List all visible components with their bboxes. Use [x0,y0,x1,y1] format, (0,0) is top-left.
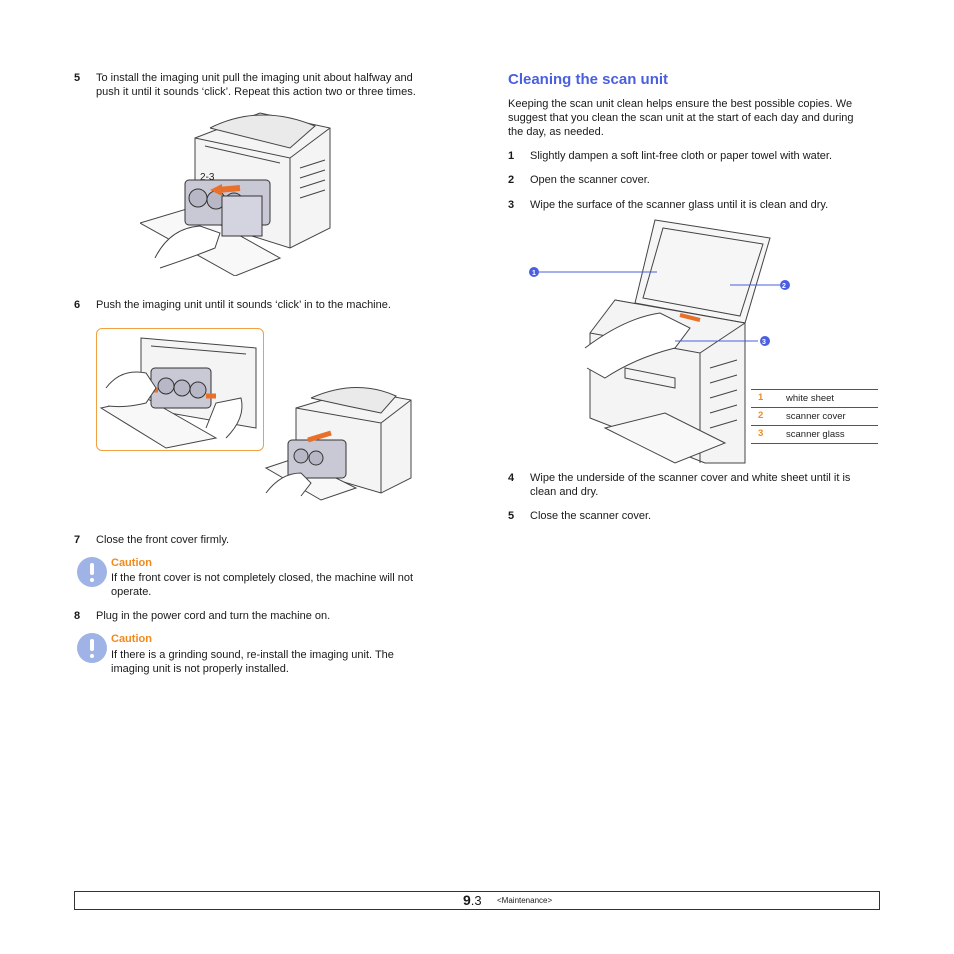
intro-paragraph: Keeping the scan unit clean helps ensure… [508,98,854,138]
callout-number-2: 2 [782,283,786,290]
step-number: 6 [74,299,81,311]
caution-title: Caution [111,633,152,645]
step-number: 7 [74,534,81,546]
step-text: Wipe the surface of the scanner glass un… [530,199,829,211]
figure-push-imaging-unit [99,337,412,501]
figure-scanner: 1 2 3 [529,219,790,464]
caution-text: If there is a grinding sound, re-install… [111,649,394,675]
step-number: 2 [508,174,515,186]
figure-imaging-unit-pull: 2-3 [140,112,331,276]
step-text: Close the scanner cover. [530,510,652,522]
caution-title: Caution [111,557,152,569]
callout-marker-1 [529,267,539,277]
step-text: Push the imaging unit until it sounds ‘c… [96,299,391,311]
step-number: 1 [508,150,515,162]
legend-row: 2 scanner cover [751,407,878,425]
highlight-box [96,328,264,451]
step-text: Open the scanner cover. [530,174,650,186]
page-number: 9.3 [463,892,482,908]
step-number: 5 [74,72,81,84]
step-text: Slightly dampen a soft lint-free cloth o… [530,150,833,162]
legend-row: 1 white sheet [751,389,878,407]
step-number: 5 [508,510,515,522]
step-text: Wipe the underside of the scanner cover … [530,472,851,498]
step-text: To install the imaging unit pull the ima… [96,72,416,98]
callout-marker-3 [760,336,770,346]
figure-label: 2-3 [200,172,215,183]
caution-icon [77,633,107,663]
step-number: 4 [508,472,515,484]
section-heading: Cleaning the scan unit [508,71,669,88]
section-label: <Maintenance> [497,896,553,905]
step-number: 3 [508,199,515,211]
legend-row: 3 scanner glass [751,425,878,444]
caution-icon [77,557,107,587]
legend-table: 1 white sheet 2 scanner cover 3 scanner … [751,389,878,444]
imaging-unit [184,179,271,237]
callout-marker-2 [780,280,790,290]
step-number: 8 [74,610,81,622]
callout-number-1: 1 [532,270,536,277]
step-text: Plug in the power cord and turn the mach… [96,610,331,622]
callout-number-3: 3 [762,339,766,346]
page-footer: 9.3 <Maintenance> [74,891,880,910]
step-text: Close the front cover firmly. [96,534,230,546]
caution-text: If the front cover is not completely clo… [111,572,414,598]
